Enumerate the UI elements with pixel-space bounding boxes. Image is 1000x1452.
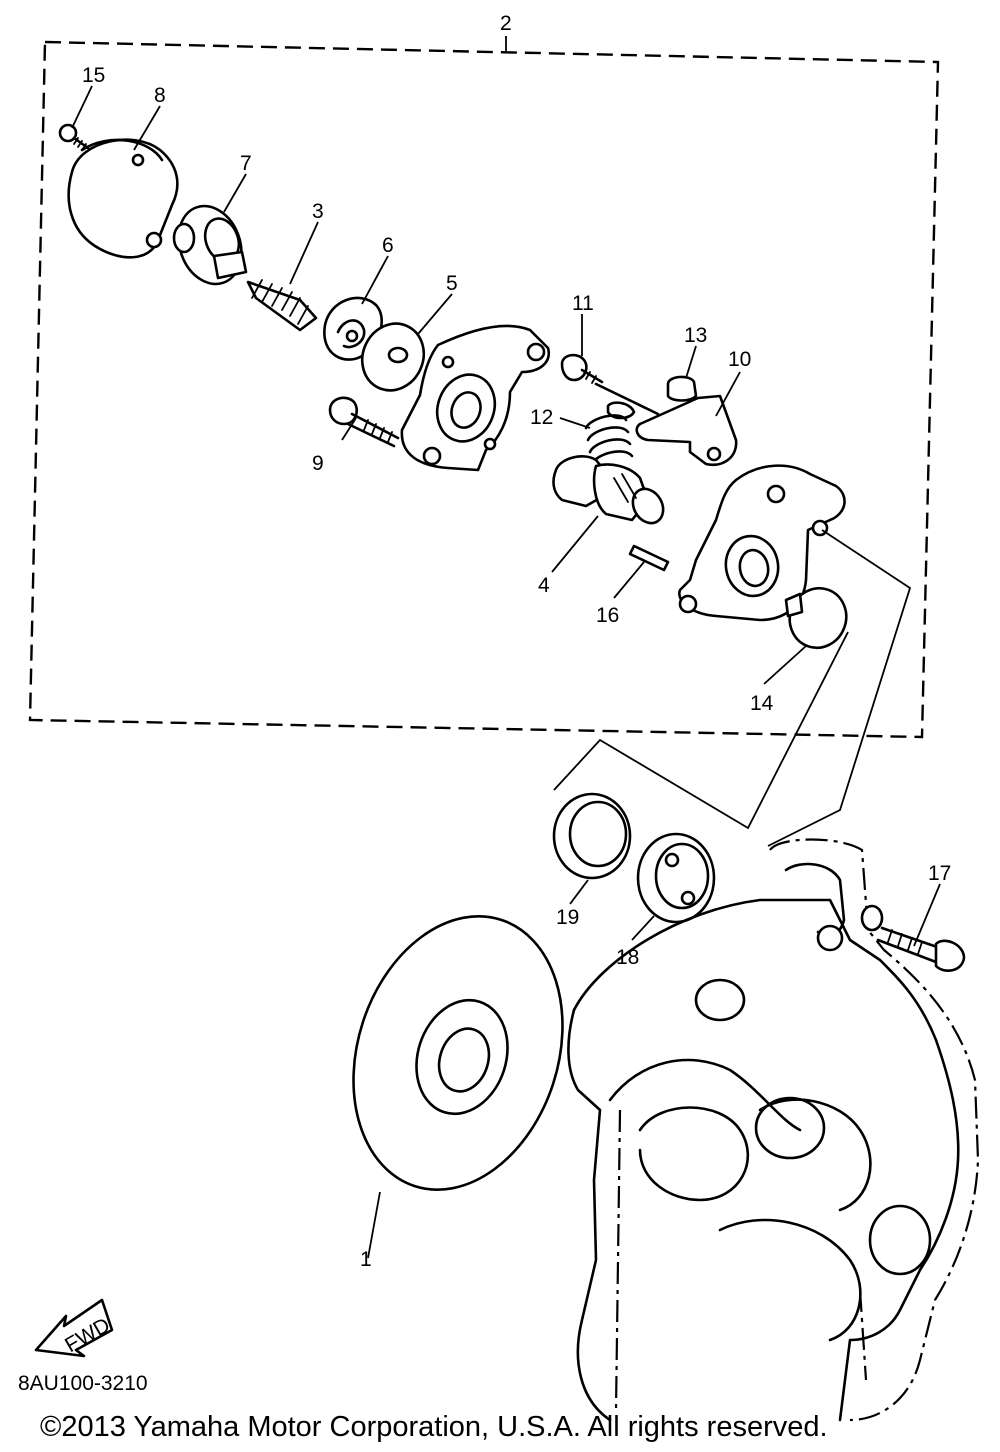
copyright-notice: ©2013 Yamaha Motor Corporation, U.S.A. A… — [40, 1411, 828, 1443]
engine-case — [567, 838, 980, 1422]
callout-19: 19 — [556, 906, 579, 929]
callout-6: 6 — [382, 234, 394, 257]
part-10-lever — [594, 382, 738, 467]
callout-8: 8 — [154, 84, 166, 107]
part-1-disc — [352, 915, 564, 1191]
part-3-spring — [246, 279, 318, 332]
part-5-washer — [360, 322, 426, 392]
callout-12: 12 — [530, 406, 553, 429]
part-11-bolt — [560, 353, 604, 384]
callout-15: 15 — [82, 64, 105, 87]
part-18-bearing — [636, 832, 716, 924]
callout-3: 3 — [312, 200, 324, 223]
callout-7: 7 — [240, 152, 252, 175]
callout-14: 14 — [750, 692, 774, 715]
part-19-seal — [552, 792, 632, 880]
callout-13: 13 — [684, 324, 707, 347]
callout-4: 4 — [538, 574, 550, 597]
callout-17: 17 — [928, 862, 951, 885]
connector-plug — [553, 631, 849, 830]
callout-1: 1 — [360, 1248, 372, 1271]
callout-2: 2 — [500, 12, 512, 35]
callout-10: 10 — [728, 348, 751, 371]
housing-cover — [400, 324, 551, 472]
callout-labels: 1 2 3 4 5 6 7 8 9 10 11 12 13 14 15 16 1… — [82, 12, 951, 1271]
part-7-seal — [172, 204, 248, 286]
part-8-cover — [67, 138, 179, 259]
part-17-bolt — [876, 926, 966, 972]
part-4-shaft — [552, 455, 665, 525]
drawing-code: 8AU100-3210 — [18, 1372, 148, 1395]
callout-11: 11 — [572, 292, 594, 315]
part-9-bolt — [328, 396, 400, 448]
part-13-cap — [666, 375, 698, 402]
part-15-bolt — [58, 123, 90, 151]
fwd-arrow-icon: FWD — [34, 1298, 114, 1358]
part-12-spring — [584, 401, 636, 466]
callout-16: 16 — [596, 604, 619, 627]
part-16-pin — [628, 544, 670, 572]
callout-9: 9 — [312, 452, 324, 475]
part-14-plug — [784, 586, 848, 650]
assembly-frame — [28, 40, 940, 739]
leader-lines — [71, 36, 941, 1259]
connector-pump-to-seal — [767, 529, 912, 847]
callout-5: 5 — [446, 272, 458, 295]
callout-18: 18 — [616, 946, 639, 969]
